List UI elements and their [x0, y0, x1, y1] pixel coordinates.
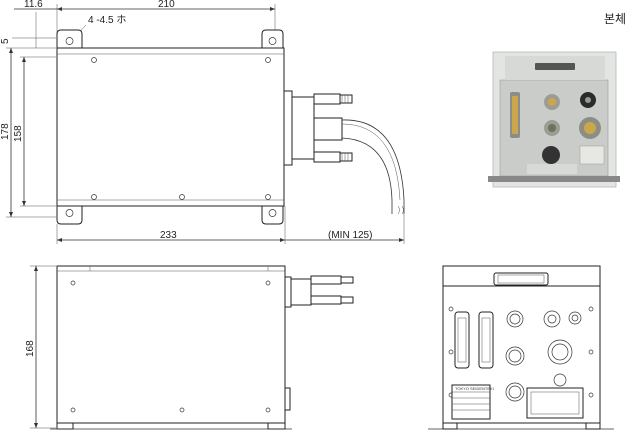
- side-view: 168: [25, 265, 354, 430]
- dim-top-left: 11.6: [24, 0, 43, 10]
- top-view: 11.6 210 4 -4.5 ホ 178 158 5: [0, 0, 405, 244]
- dim-min-cable: (MIN 125): [328, 230, 372, 241]
- dim-top-width: 210: [158, 0, 175, 10]
- dim-178: 178: [0, 123, 11, 140]
- nameplate-maker: TOKYO SEIDENTEKI: [455, 386, 494, 391]
- dim-holes: 4 -4.5 ホ: [88, 14, 126, 26]
- dim-5: 5: [0, 38, 11, 44]
- dim-233: 233: [160, 230, 177, 241]
- dim-168: 168: [25, 340, 36, 357]
- product-photo: [488, 51, 620, 188]
- dim-158: 158: [13, 125, 24, 142]
- front-view: TOKYO SEIDENTEKI: [428, 265, 614, 430]
- photo-caption: 본체: [604, 12, 627, 26]
